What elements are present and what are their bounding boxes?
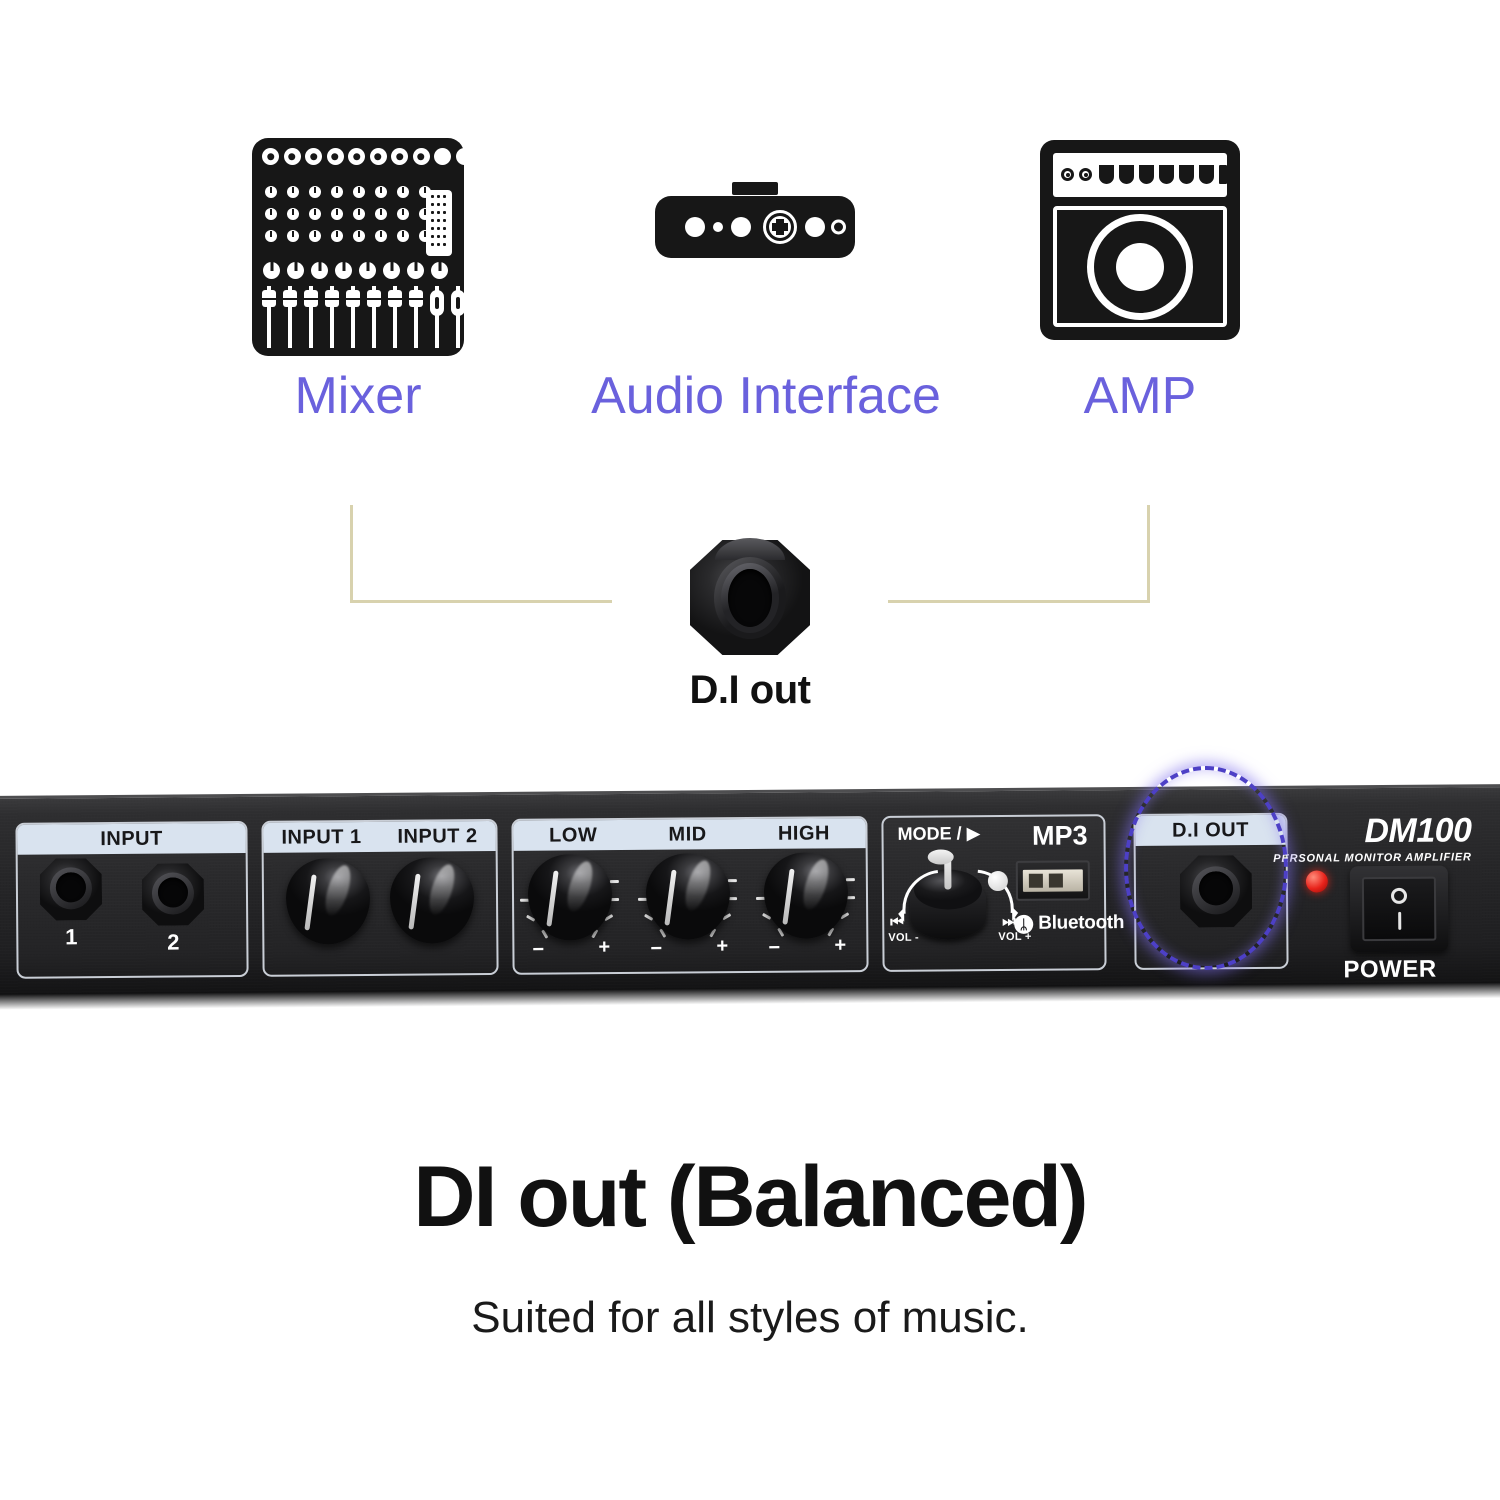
panel-section-input-levels: INPUT 1 INPUT 2 [261, 818, 499, 977]
label-mode: MODE / ▶ [897, 823, 981, 844]
knob-input-1[interactable] [282, 856, 375, 949]
mixer-meter-icon [426, 190, 452, 256]
input-jack-2[interactable]: 2 [142, 863, 204, 955]
di-out-highlight-circle [1124, 766, 1288, 970]
power-switch[interactable] [1349, 865, 1449, 953]
section-header-input: INPUT [17, 822, 246, 855]
label-input-2: INPUT 2 [397, 824, 478, 848]
brand-subtitle: PERSONAL MONITOR AMPLIFIER [1273, 851, 1472, 865]
brand-model: DM100 [1364, 811, 1472, 851]
label-vol-down: VOL - [888, 931, 920, 944]
device-label-amp: AMP [1083, 367, 1197, 425]
low-plus-label: + [598, 936, 611, 959]
bluetooth-glyph-icon: ᛦ [1014, 914, 1034, 934]
power-indicator-led [1305, 870, 1328, 893]
section-header-eq: LOW MID HIGH [513, 818, 866, 851]
amp-speaker-cabinet [1053, 206, 1227, 327]
amp-dust-cap [1116, 242, 1164, 291]
di-out-jack-photo [690, 538, 810, 655]
input-jack-2-number: 2 [167, 929, 180, 955]
connection-bracket [350, 505, 1150, 610]
audio-interface-tab [732, 182, 778, 195]
label-input-1: INPUT 1 [281, 825, 362, 849]
power-label: POWER [1343, 955, 1437, 984]
high-plus-label: + [834, 934, 847, 957]
knob-low[interactable] [524, 852, 617, 945]
knob-input-2[interactable] [386, 855, 479, 948]
amp-control-panel [1053, 153, 1227, 197]
device-label-mixer: Mixer [294, 367, 422, 425]
panel-section-input-jacks: INPUT 1 2 [15, 820, 249, 979]
amplifier-front-panel: INPUT 1 2 INPUT 1 INPUT 2 [0, 774, 1500, 1016]
label-low: LOW [549, 823, 598, 847]
knob-high[interactable] [760, 850, 853, 943]
power-off-symbol-icon [1390, 887, 1408, 904]
bluetooth-label: Bluetooth [1038, 912, 1125, 934]
bluetooth-logo: ᛦ Bluetooth [1014, 912, 1124, 935]
label-mid: MID [668, 822, 707, 846]
knob-mid[interactable] [642, 851, 735, 944]
mode-status-led [987, 870, 1008, 892]
mid-plus-label: + [716, 935, 729, 958]
prev-track-icon: ⏮ [890, 913, 904, 931]
label-mp3: MP3 [1031, 820, 1088, 851]
mid-minus-label: − [650, 937, 663, 960]
mixer-icon [252, 138, 473, 356]
device-label-audio-interface: Audio Interface [591, 367, 941, 425]
amp-speaker-cone [1087, 213, 1193, 320]
high-minus-label: − [768, 936, 781, 959]
label-high: HIGH [777, 821, 830, 845]
audio-interface-icon [655, 182, 855, 258]
panel-section-mode-mp3: MODE / ▶ MP3 ⏮ VOL - ⏭ VOL + [881, 814, 1124, 972]
input-jack-1-number: 1 [65, 924, 78, 950]
section-header-input-levels: INPUT 1 INPUT 2 [263, 820, 496, 853]
brand-mark: DM100 PERSONAL MONITOR AMPLIFIER [1273, 811, 1472, 865]
power-on-symbol-icon [1397, 912, 1401, 931]
panel-section-eq: LOW MID HIGH − [511, 816, 869, 975]
amp-icon [1040, 140, 1240, 340]
di-out-caption: D.I out [689, 668, 811, 712]
page-headline: DI out (Balanced) [413, 1149, 1088, 1245]
input-jack-1[interactable]: 1 [40, 858, 102, 949]
page-subline: Suited for all styles of music. [471, 1293, 1029, 1342]
usb-port[interactable] [1015, 860, 1091, 901]
low-minus-label: − [532, 938, 545, 961]
